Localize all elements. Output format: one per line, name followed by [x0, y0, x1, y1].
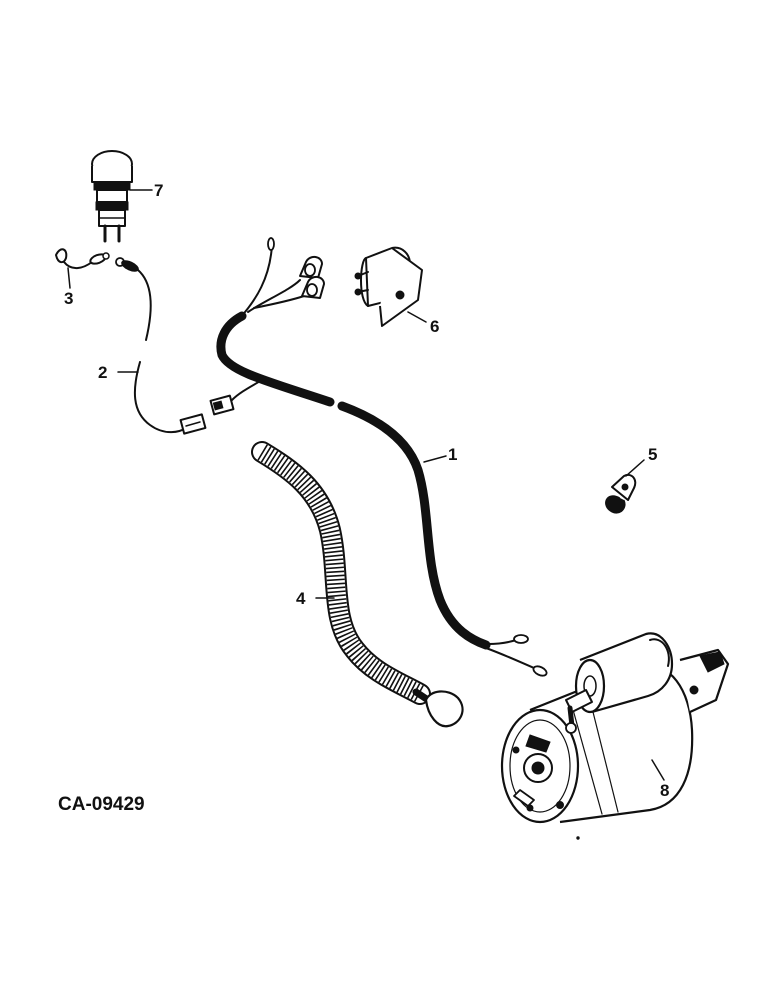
callout-5: 5 — [648, 445, 657, 464]
callout-7: 7 — [154, 181, 163, 200]
clip-part-5[interactable] — [605, 474, 637, 514]
wiring-harness-part-1[interactable] — [216, 237, 548, 678]
callout-3: 3 — [64, 289, 73, 308]
relay-part-6[interactable] — [354, 246, 423, 327]
callout-2: 2 — [98, 363, 107, 382]
callout-4: 4 — [296, 589, 306, 608]
callout-1: 1 — [448, 445, 457, 464]
callout-8: 8 — [660, 781, 669, 800]
battery-cable-part-4[interactable] — [251, 441, 464, 728]
callout-6: 6 — [430, 317, 439, 336]
indicator-lamp-part-7[interactable] — [91, 150, 133, 243]
ground-lead-part-3[interactable] — [55, 248, 110, 269]
starting-motor-part-8[interactable] — [500, 632, 730, 824]
leader-lines — [67, 189, 665, 781]
stray-dot — [576, 836, 580, 840]
drawing-code: CA-09429 — [58, 794, 145, 815]
wire-lead-part-2[interactable] — [115, 257, 263, 435]
